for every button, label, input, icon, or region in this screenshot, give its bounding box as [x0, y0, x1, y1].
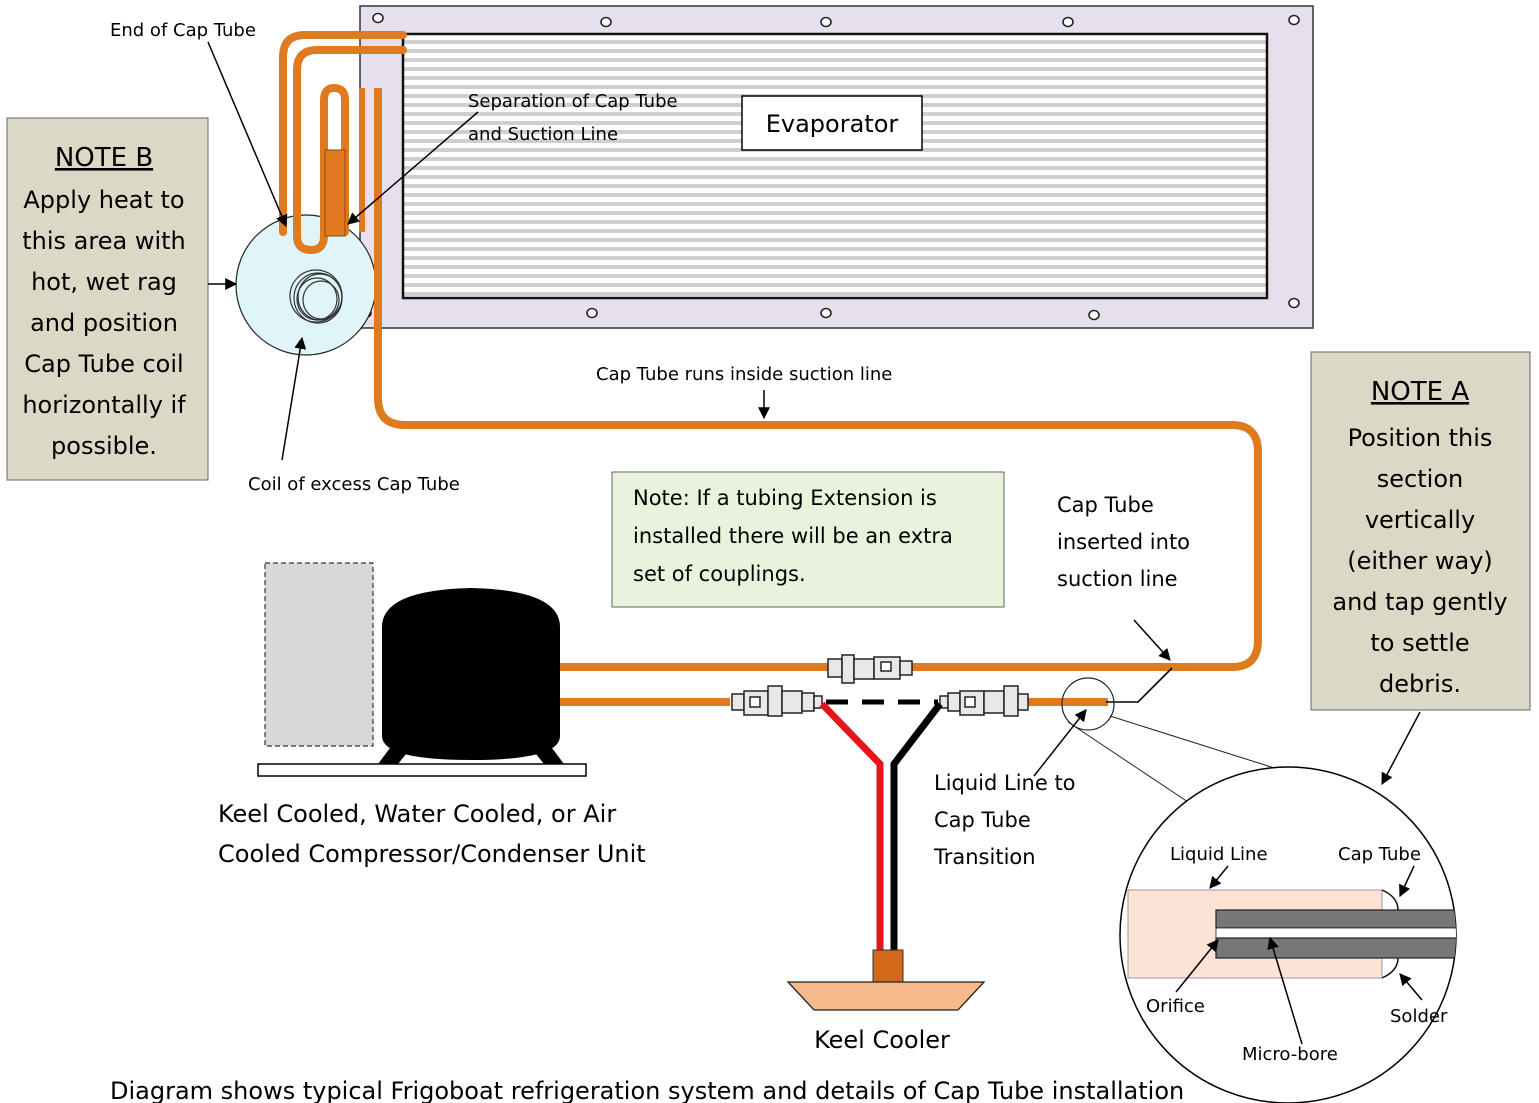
- label-unit-2: Cooled Compressor/Condenser Unit: [218, 840, 646, 868]
- note-b-line: possible.: [51, 432, 157, 460]
- label-coil-of-excess: Coil of excess Cap Tube: [248, 474, 460, 495]
- note-b-line: Apply heat to: [23, 186, 184, 214]
- note-a-line: section: [1377, 465, 1463, 493]
- evaporator: Evaporator: [359, 5, 1314, 329]
- label-keel-cooler: Keel Cooler: [814, 1026, 950, 1054]
- note-b-box: [6, 117, 209, 481]
- label-transition-2: Cap Tube: [934, 808, 1031, 832]
- detail-liquid-line-arrow: [1209, 865, 1229, 889]
- note-a-body: Position this section vertically (either…: [1332, 424, 1507, 698]
- cap-tube-coil: [289, 269, 343, 324]
- detail-connector-left: [1067, 721, 1195, 807]
- unit-base: [257, 763, 587, 777]
- label-inserted-3: suction line: [1057, 567, 1178, 591]
- separation-arrow: [347, 111, 479, 225]
- suction-line-stub: [324, 149, 346, 237]
- label-separation-1: Separation of Cap Tube: [468, 91, 678, 112]
- evaporator-label-box: [741, 95, 923, 151]
- callout-arrows: [207, 41, 1423, 1045]
- keel-cooler-stem: [872, 949, 904, 983]
- label-unit-1: Keel Cooled, Water Cooled, or Air: [218, 800, 616, 828]
- detail-cap-tube-arrow: [1399, 865, 1415, 898]
- note-a-line: Position this: [1348, 424, 1493, 452]
- detail-solder-bottom: [1381, 957, 1399, 979]
- detail-orifice-arrow: [1175, 939, 1219, 993]
- note-a-arrow: [1381, 711, 1421, 786]
- detail-microbore-arrow: [1267, 936, 1303, 1045]
- cap-tube-evaporator-loops: [279, 31, 407, 255]
- compressor-unit: [257, 562, 587, 777]
- inserted-arrow: [1133, 619, 1171, 661]
- transition-arrow: [1033, 709, 1087, 777]
- detail-solder-top: [1381, 889, 1399, 911]
- compressor-legs: [378, 740, 564, 764]
- transition-circle: [1061, 677, 1115, 731]
- detail-contents: [1127, 889, 1456, 979]
- keel-cooler-body: [786, 981, 986, 1011]
- compressor-body: [382, 588, 560, 760]
- label-detail-microbore: Micro-bore: [1242, 1044, 1338, 1065]
- label-detail-orifice: Orifice: [1146, 996, 1205, 1017]
- coupling-liquid-left: [731, 685, 823, 717]
- note-b-line: this area with: [22, 227, 186, 255]
- label-inserted-2: inserted into: [1057, 530, 1190, 554]
- evaporator-label: Evaporator: [766, 110, 899, 138]
- cap-tube-stub-transition: [1106, 667, 1173, 703]
- red-wire: [819, 701, 884, 950]
- note-b-line: horizontally if: [22, 391, 186, 419]
- note-a-line: debris.: [1379, 670, 1461, 698]
- heat-area-circle: [235, 214, 377, 356]
- evaporator-mounting-holes: [360, 12, 1300, 321]
- label-inserted-1: Cap Tube: [1057, 493, 1154, 517]
- label-cap-tube-runs: Cap Tube runs inside suction line: [596, 364, 892, 385]
- black-wire: [890, 701, 943, 950]
- note-b-line: Cap Tube coil: [24, 350, 183, 378]
- note-b-title: NOTE B: [55, 143, 153, 173]
- extension-note-line3: set of couplings.: [633, 562, 806, 586]
- coupling-suction: [827, 654, 913, 684]
- label-separation-2: and Suction Line: [468, 124, 618, 145]
- label-detail-cap-tube: Cap Tube: [1338, 844, 1421, 865]
- extension-note-line2: installed there will be an extra: [633, 524, 953, 548]
- extension-note-box: [611, 471, 1005, 608]
- detail-cap-tube-upper: [1215, 909, 1456, 929]
- extension-note-line1: Note: If a tubing Extension is: [633, 486, 937, 510]
- keel-cooler-assembly: [786, 701, 986, 1011]
- label-end-of-cap-tube: End of Cap Tube: [110, 20, 256, 41]
- coil-arrow: [281, 336, 307, 461]
- note-a-title: NOTE A: [1371, 377, 1469, 407]
- couplings: [731, 654, 1029, 717]
- label-transition-1: Liquid Line to: [934, 771, 1076, 795]
- label-transition-3: Transition: [933, 845, 1036, 869]
- detail-solder-arrow: [1399, 973, 1423, 1001]
- label-detail-solder: Solder: [1390, 1006, 1448, 1027]
- main-tube: [374, 88, 1262, 671]
- condenser-box: [264, 562, 374, 747]
- note-a-line: vertically: [1365, 506, 1475, 534]
- note-a-line: (either way): [1347, 547, 1493, 575]
- caption: Diagram shows typical Frigoboat refriger…: [110, 1077, 1184, 1103]
- detail-microbore: [1215, 927, 1456, 939]
- note-b-body: Apply heat to this area with hot, wet ra…: [22, 186, 186, 460]
- note-a-line: and tap gently: [1332, 588, 1507, 616]
- coupling-liquid-right: [939, 685, 1029, 717]
- note-b-line: hot, wet rag: [31, 268, 177, 296]
- evaporator-fins: [401, 32, 1269, 300]
- end-of-cap-tube-arrow: [207, 41, 288, 228]
- detail-cap-tube-lower: [1215, 937, 1456, 959]
- note-a-box: [1310, 351, 1531, 711]
- note-b-line: and position: [30, 309, 178, 337]
- label-detail-liquid-line: Liquid Line: [1170, 844, 1268, 865]
- note-a-line: to settle: [1370, 629, 1469, 657]
